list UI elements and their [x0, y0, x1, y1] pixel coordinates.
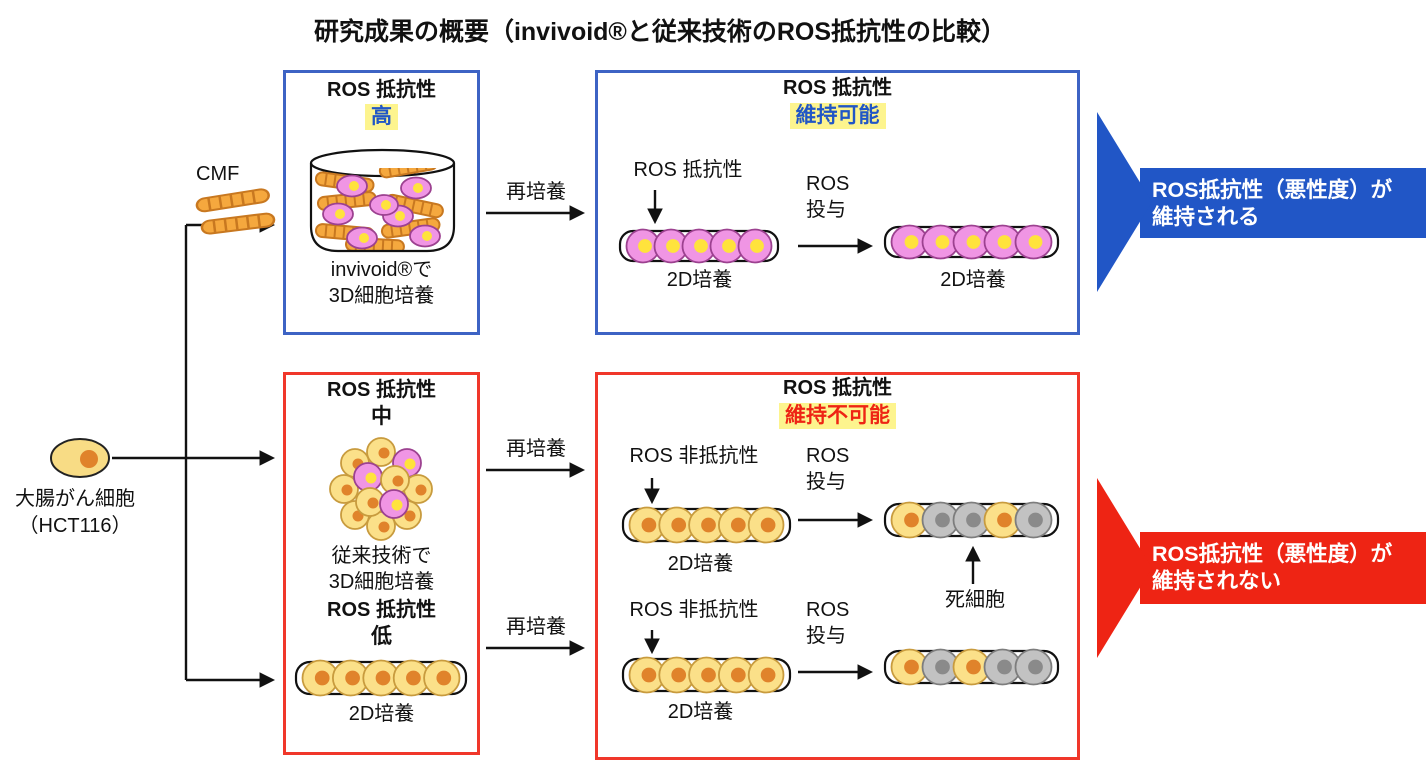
- blue-result-heading: ROS 抵抗性: [783, 77, 892, 99]
- conventional-box: [283, 372, 480, 755]
- blue-banner-line2: 維持される: [1152, 205, 1260, 229]
- red-row1-dish-caption: 2D培養: [667, 553, 734, 575]
- blue-result-status-wrap: 維持可能: [595, 103, 1080, 130]
- reculture-label-top: 再培養: [506, 181, 566, 203]
- red-result-status: 維持不可能: [779, 403, 896, 430]
- blue-result-status: 維持可能: [789, 103, 886, 130]
- conventional-caption-1: 従来技術で: [331, 545, 432, 567]
- invivoid-heading: ROS 抵抗性: [327, 79, 436, 101]
- source-cell-label-line2: （HCT116）: [18, 515, 132, 537]
- blue-ros-dose-line2: 投与: [806, 199, 846, 221]
- blue-banner: ROS抵抗性（悪性度）が 維持される: [1140, 168, 1426, 238]
- conventional-heading-mid: ROS 抵抗性: [327, 379, 436, 401]
- red-result-status-wrap: 維持不可能: [595, 403, 1080, 430]
- invivoid-caption-1: invivoid®で: [330, 259, 433, 281]
- dead-cell-label: 死細胞: [945, 589, 1005, 611]
- source-cell-label-line1: 大腸がん細胞: [15, 488, 135, 510]
- cmf-fibers-icon: [194, 186, 276, 236]
- blue-banner-line1: ROS抵抗性（悪性度）が: [1152, 178, 1393, 202]
- red-row2-dish-caption: 2D培養: [667, 701, 734, 723]
- blue-dish1-caption: 2D培養: [666, 269, 733, 291]
- source-cell-icon: [50, 438, 110, 478]
- red-banner: ROS抵抗性（悪性度）が 維持されない: [1140, 532, 1426, 604]
- red-row2-dish-label: ROS 非抵抗性: [629, 599, 759, 621]
- red-result-heading: ROS 抵抗性: [783, 377, 892, 399]
- invivoid-caption-2: 3D細胞培養: [328, 285, 435, 307]
- red-banner-line1: ROS抵抗性（悪性度）が: [1152, 542, 1393, 566]
- blue-ros-dose-line1: ROS: [806, 173, 850, 195]
- red-banner-line2: 維持されない: [1152, 569, 1282, 593]
- invivoid-level-high: 高: [365, 104, 398, 131]
- blue-result-box: [595, 70, 1080, 335]
- blue-dish-label: ROS 抵抗性: [633, 159, 743, 181]
- red-row1-ros-line2: 投与: [806, 471, 846, 493]
- page-title: 研究成果の概要（invivoid®と従来技術のROS抵抗性の比較）: [313, 18, 1007, 46]
- cmf-label: CMF: [196, 163, 240, 185]
- red-row1-dish-label: ROS 非抵抗性: [629, 445, 759, 467]
- red-row2-ros-line1: ROS: [806, 599, 850, 621]
- blue-dish2-caption: 2D培養: [940, 269, 1006, 291]
- red-row1-ros-line1: ROS: [806, 445, 850, 467]
- conventional-dish-caption: 2D培養: [348, 703, 415, 725]
- conventional-level-mid: 中: [371, 405, 392, 428]
- invivoid-level-wrap: 高: [283, 104, 480, 131]
- reculture-label-middle: 再培養: [506, 438, 566, 460]
- red-row2-ros-line2: 投与: [806, 625, 846, 647]
- invivoid-box: [283, 70, 480, 335]
- reculture-label-bottom: 再培養: [506, 616, 566, 638]
- red-result-box: [595, 372, 1080, 760]
- conventional-level-low: 低: [371, 625, 392, 648]
- conventional-caption-2: 3D細胞培養: [328, 571, 435, 593]
- conventional-heading-low: ROS 抵抗性: [327, 599, 436, 621]
